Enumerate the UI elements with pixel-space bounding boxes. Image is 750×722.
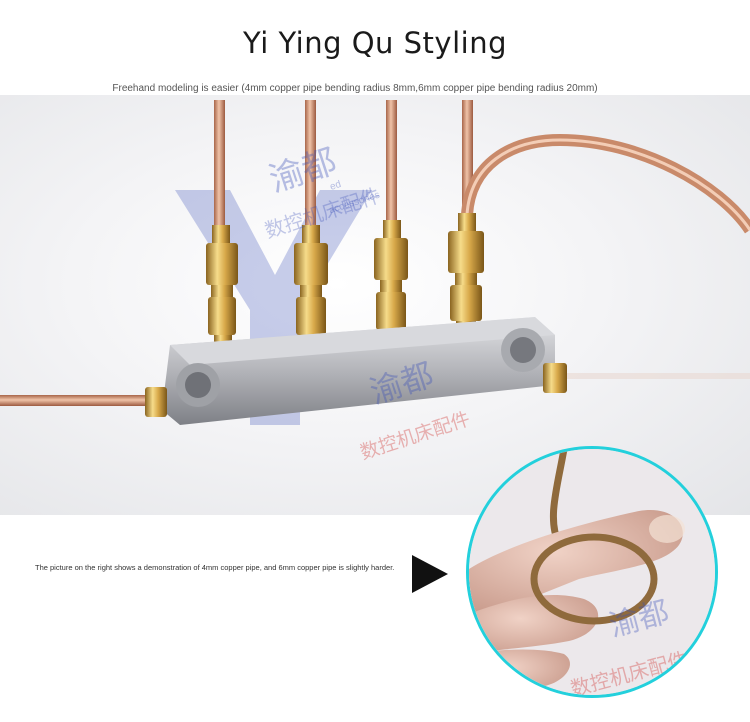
index-finger [469,594,599,654]
watermark-text-cn-mid: 数控机床配件 [358,408,473,464]
bending-demo-photo: 渝都 数控机床配件 [469,449,715,695]
page-subtitle: Freehand modeling is easier (4mm copper … [112,83,598,94]
brass-fitting-4 [448,213,484,339]
watermark-text-en-partial: ed [329,179,343,193]
brass-fitting-1 [206,225,238,353]
pipe-loop [530,533,658,625]
page-title: Yi Ying Qu Styling [243,26,507,60]
copper-pipe-2 [305,100,316,240]
thumb [469,509,683,614]
product-photo-distributor: 渝都 数控机床配件 accessories ed 渝都 数控机床配件 [0,100,750,464]
copper-pipe-1 [214,100,225,240]
brass-end-cap-right [543,363,567,393]
copper-pipe-3 [386,100,397,240]
play-triangle-icon [412,555,448,593]
zinc-distributor-block [162,317,555,425]
copper-pipe-4 [462,100,473,220]
copper-pipe-curved [461,133,750,234]
demo-caption: The picture on the right shows a demonst… [35,563,395,572]
brass-end-cap-left [145,387,167,417]
bending-demo-zoom-circle: 渝都 数控机床配件 [466,446,718,698]
copper-pipe-left [0,395,155,406]
photo-backdrop [0,95,750,515]
